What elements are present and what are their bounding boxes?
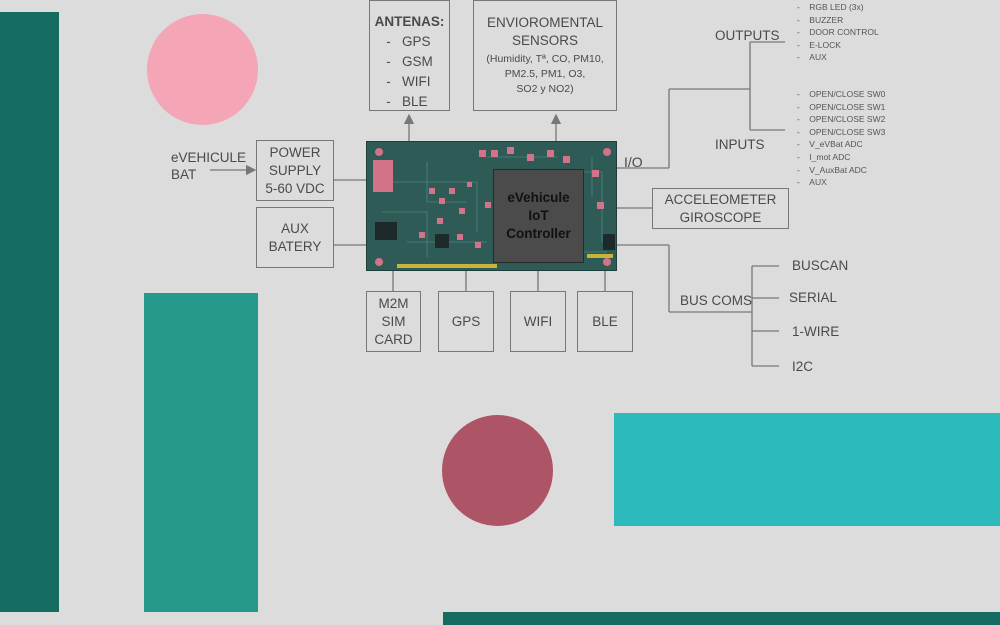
input-imot: I_mot ADC [809,151,851,162]
env-sensors-box: ENVIOROMENTAL SENSORS (Humidity, Tª, CO,… [473,0,617,111]
inputs-list: - OPEN/CLOSE SW0 - OPEN/CLOSE SW1 - OPEN… [797,88,885,189]
input-aux: AUX [809,177,827,188]
antennas-list: - GPS - GSM - WIFI - BLE [386,32,433,112]
input-item: - OPEN/CLOSE SW2 [797,114,886,125]
power-supply-line2: SUPPLY [268,162,322,178]
output-rgb-led: RGB LED (3x) [809,2,864,12]
accelerometer-box: ACCELEOMETER GIROSCOPE [652,188,789,229]
power-supply-line1: POWER [269,144,321,160]
cyan-bar [614,413,1000,526]
env-sensors-detail-1: (Humidity, Tª, CO, PM10, [486,53,604,65]
input-sw3: OPEN/CLOSE SW3 [809,126,886,137]
env-sensors-title-2: SENSORS [511,33,579,48]
m2m-sim-card-box: M2M SIM CARD [366,291,421,352]
bus-coms-label: BUS COMS [680,293,753,308]
aux-battery-box: AUX BATERY [256,207,334,268]
antenna-ble: - BLE [386,94,428,109]
ble-module-box: BLE [577,291,633,352]
power-supply-line3: 5-60 VDC [265,180,325,196]
vehicle-battery-label: eVEHICULE BAT [171,149,246,183]
controller-line1: eVehicule [507,190,570,205]
antenna-gps: - GPS [386,34,431,49]
output-item: - DOOR CONTROL [797,27,879,38]
bus-canbus: BUSCAN [792,258,849,273]
wifi-module-box: WIFI [510,291,566,352]
inputs-label: INPUTS [715,137,765,152]
input-item: - I_mot ADC [797,151,851,162]
env-sensors-title-1: ENVIOROMENTAL [486,15,603,30]
bus-serial: SERIAL [789,290,838,305]
env-sensors-detail-3: SO2 y NO2) [516,83,574,95]
wifi-module-label: WIFI [523,313,553,329]
antenna-gsm: - GSM [386,54,433,69]
accelerometer-line2: GIROSCOPE [679,209,762,225]
antennas-title: ANTENAS: [374,14,445,29]
outputs-list: - RGB LED (3x) - BUZZER - DOOR CONTROL -… [797,1,879,64]
vehicle-battery-line2: BAT [171,167,197,182]
output-item: - E-LOCK [797,39,841,50]
output-item: - BUZZER [797,14,844,25]
vehicle-battery-line1: eVEHICULE [171,150,247,165]
pcb-board: eVehicule IoT Controller [366,141,617,271]
input-item: - AUX [797,177,827,188]
input-item: - OPEN/CLOSE SW1 [797,101,886,112]
teal-mid-bar [144,293,258,612]
input-item: - OPEN/CLOSE SW0 [797,89,886,99]
antenna-wifi: - WIFI [386,74,431,89]
input-sw0: OPEN/CLOSE SW0 [809,89,886,99]
input-vauxbat: V_AuxBat ADC [809,164,867,175]
input-sw1: OPEN/CLOSE SW1 [809,101,886,112]
input-item: - V_eVBat ADC [797,139,863,150]
output-buzzer: BUZZER [809,14,844,25]
bus-i2c: I2C [792,359,814,374]
output-item: - RGB LED (3x) [797,2,864,12]
antennas-box: ANTENAS: - GPS - GSM - WIFI - BLE [369,0,450,111]
m2m-line2: SIM [381,313,406,329]
controller-chip: eVehicule IoT Controller [493,169,584,263]
maroon-circle [442,415,553,526]
pink-circle [147,14,258,125]
input-sw2: OPEN/CLOSE SW2 [809,114,886,125]
output-item: - AUX [797,52,827,63]
controller-line2: IoT [528,208,549,223]
output-aux: AUX [809,52,827,63]
controller-line3: Controller [506,226,571,241]
power-supply-box: POWER SUPPLY 5-60 VDC [256,140,334,201]
outputs-label: OUTPUTS [715,28,780,43]
bus-1wire: 1-WIRE [792,324,840,339]
input-item: - V_AuxBat ADC [797,164,867,175]
ble-module-label: BLE [592,313,618,329]
m2m-line3: CARD [374,331,413,347]
aux-battery-line1: AUX [281,220,309,236]
output-e-lock: E-LOCK [809,39,841,50]
teal-bottom-bar [443,612,1000,625]
env-sensors-detail-2: PM2.5, PM1, O3, [504,68,586,80]
gps-module-label: GPS [451,313,481,329]
aux-battery-line2: BATERY [268,238,322,254]
teal-left-bar [0,12,59,612]
io-label: I/O [624,154,643,170]
gps-module-box: GPS [438,291,494,352]
input-item: - OPEN/CLOSE SW3 [797,126,886,137]
input-vevbat: V_eVBat ADC [809,139,863,150]
m2m-line1: M2M [378,295,409,311]
output-door-control: DOOR CONTROL [809,27,879,38]
accelerometer-line1: ACCELEOMETER [664,191,777,207]
